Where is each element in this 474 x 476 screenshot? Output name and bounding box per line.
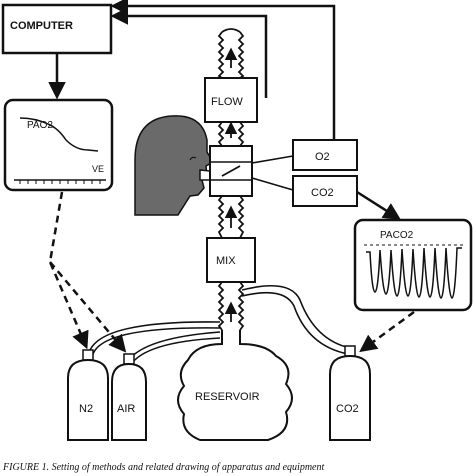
mix-label: MIX <box>216 255 236 267</box>
paco2-monitor: PACO2 <box>353 218 473 312</box>
sample-lines <box>251 155 401 220</box>
air-cylinder: AIR <box>111 353 147 441</box>
reservoir-bag: RESERVOIR <box>177 330 293 441</box>
pao2-curve <box>19 117 99 152</box>
mix-box: MIX <box>206 237 256 283</box>
breathing-circuit <box>217 28 245 331</box>
computer-label: COMPUTER <box>10 20 73 32</box>
control-line-co2 <box>359 310 415 353</box>
o2-label: O2 <box>315 151 330 163</box>
gas-hoses <box>87 284 351 367</box>
reservoir-label: RESERVOIR <box>195 391 260 403</box>
ve-label: VE <box>92 164 104 174</box>
flow-box: FLOW <box>204 77 258 123</box>
n2-label: N2 <box>79 403 93 415</box>
paco2-title: PACO2 <box>380 230 414 241</box>
pao2-axis-ticks <box>19 180 101 184</box>
n2-cylinder: N2 <box>67 349 109 441</box>
paco2-waveform <box>366 247 462 299</box>
co2-tank-label: CO2 <box>336 403 359 415</box>
signal-lines-to-computer <box>48 0 336 144</box>
pao2-title: PAO2 <box>27 120 53 131</box>
control-lines-n2-air <box>48 191 127 353</box>
pao2-monitor: PAO2 VE <box>3 98 114 192</box>
flow-label: FLOW <box>211 96 243 108</box>
o2-analyzer: O2 <box>292 139 358 171</box>
co2-cylinder: CO2 <box>329 345 371 441</box>
valve-block <box>209 145 253 197</box>
figure-caption: FIGURE 1. Setting of methods and related… <box>2 462 324 473</box>
co2-analyzer: CO2 <box>292 175 358 207</box>
computer-box: COMPUTER <box>1 3 113 55</box>
patient-head <box>134 115 221 216</box>
air-label: AIR <box>117 403 135 415</box>
co2-label: CO2 <box>311 187 334 199</box>
